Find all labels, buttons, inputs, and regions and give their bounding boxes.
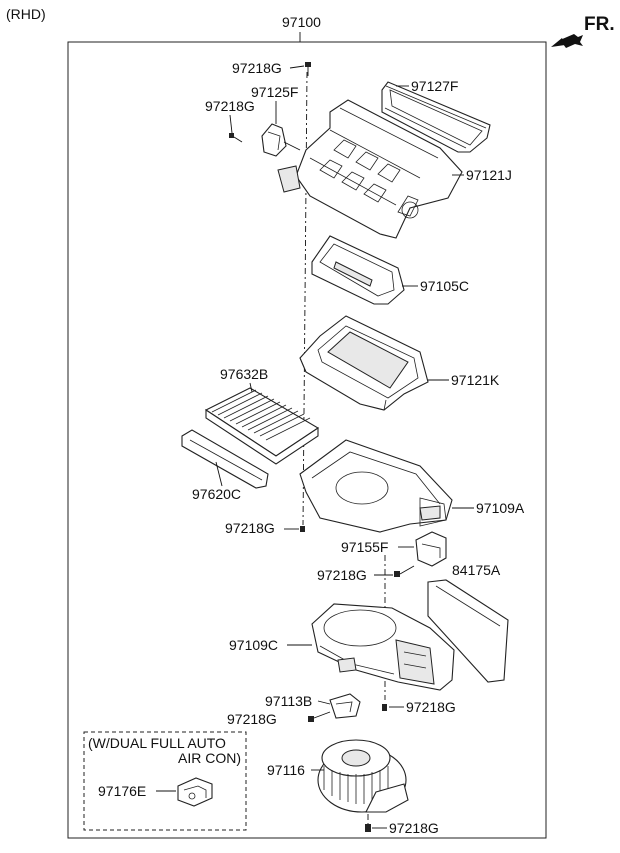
callout-motor: 97116: [267, 762, 305, 778]
bolt-top: [305, 62, 311, 76]
inset-title-line1: (W/DUAL FULL AUTO: [88, 735, 226, 751]
callout-bolt-mid: 97218G: [225, 520, 275, 536]
variant-note: (RHD): [6, 6, 46, 22]
front-direction-label: FR.: [584, 14, 615, 35]
bolt-mid: [300, 526, 305, 532]
resistor: [329, 693, 361, 719]
callout-filter-door: 97620C: [192, 486, 241, 502]
filter-door: [181, 429, 269, 489]
callout-bolt-actuator-mid: 97218G: [317, 567, 367, 583]
center-axis-line: [302, 71, 308, 526]
bolt-actuator-mid: [394, 565, 415, 577]
callout-bolt-top: 97218G: [232, 60, 282, 76]
assembly-number: 97100: [282, 14, 321, 30]
callout-bolt-bottom: 97218G: [389, 820, 439, 836]
callout-blower-lower: 97109C: [229, 637, 278, 653]
bolt-actuator: [229, 133, 243, 143]
callout-filter-cover: 97105C: [420, 278, 469, 294]
assembly-frame: [67, 41, 547, 839]
filter-cover: [311, 235, 405, 305]
callout-seal: 97127F: [411, 78, 458, 94]
insulator-pad: [427, 579, 509, 683]
bolt-resistor: [308, 711, 331, 722]
inset-box: [83, 731, 247, 831]
inset-sensor-part: [177, 777, 213, 807]
inset-title-line2: AIR CON): [178, 750, 241, 766]
blower-case-lower: [311, 603, 455, 691]
callout-blower-upper: 97109A: [476, 500, 525, 516]
blower-case-upper: [299, 439, 453, 533]
callout-actuator-small: 97125F: [251, 84, 298, 100]
callout-filter-case: 97121K: [451, 372, 500, 388]
bolt-bottom: [365, 824, 371, 832]
upper-case-housing: [277, 99, 463, 239]
callout-insulator-pad: 84175A: [452, 562, 501, 578]
callout-bolt-right: 97218G: [406, 699, 456, 715]
callout-upper-case: 97121J: [466, 167, 512, 183]
callout-actuator-mid: 97155F: [341, 539, 388, 555]
callout-resistor: 97113B: [265, 693, 312, 709]
callout-cabin-filter: 97632B: [220, 366, 268, 382]
front-arrow-icon: [551, 34, 583, 48]
callout-bolt-actuator: 97218G: [205, 98, 255, 114]
bolt-right: [382, 704, 387, 711]
small-actuator: [261, 123, 301, 157]
mid-actuator: [415, 531, 447, 567]
cabin-air-filter: [204, 387, 320, 465]
seal-gasket: [381, 81, 491, 153]
inset-part-number: 97176E: [98, 783, 146, 799]
callout-bolt-resistor: 97218G: [227, 711, 277, 727]
filter-case: [299, 315, 429, 411]
blower-motor: [317, 739, 409, 813]
